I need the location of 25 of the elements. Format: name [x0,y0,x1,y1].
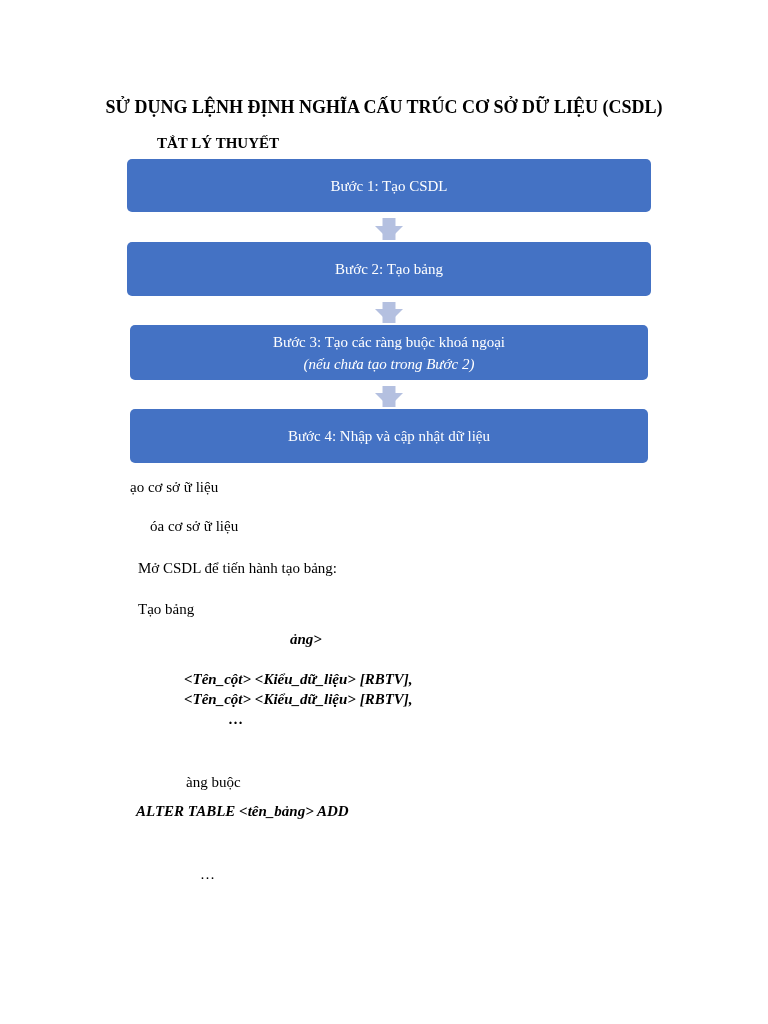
process-box [130,409,648,463]
code-text: <Tên_cột> <Kiểu_dữ_liệu> [RBTV], [184,671,413,688]
body-text: Tạo bảng [138,601,195,618]
section-heading: TẮT LÝ THUYẾT [157,135,279,152]
process-box [130,325,648,380]
page-title: SỬ DỤNG LỆNH ĐỊNH NGHĨA CẤU TRÚC CƠ SỞ DỮ LIỆU (CSDL) [104,97,664,118]
block-arrow [375,386,403,407]
block-arrow [375,218,403,240]
code-text: ảng> [290,631,322,648]
body-text: óa cơ sở ữ liệu [150,518,239,535]
body-text: ạo cơ sở ữ liệu [130,479,219,496]
code-text: <Tên_cột> <Kiểu_dữ_liệu> [RBTV], [184,691,413,708]
body-text: àng buộc [186,774,241,791]
code-text: ALTER TABLE <tên_bảng> ADD [136,803,349,820]
step-text: Bước 2: Tạo bảng [335,260,443,279]
body-text: Mở CSDL để tiến hành tạo bảng: [138,560,337,577]
process-box [127,242,651,296]
ellipsis-text: … [228,711,243,728]
ellipsis-text: … [200,866,215,883]
process-box [127,159,651,212]
step-text: Bước 1: Tạo CSDL [330,176,448,196]
block-arrow [375,302,403,323]
step-note: (nếu chưa tạo trong Bước 2) [303,354,475,374]
step-text: Bước 3: Tạo các ràng buộc khoá ngoại [273,332,505,352]
step-text: Bước 4: Nhập và cập nhật dữ liệu [287,427,491,446]
